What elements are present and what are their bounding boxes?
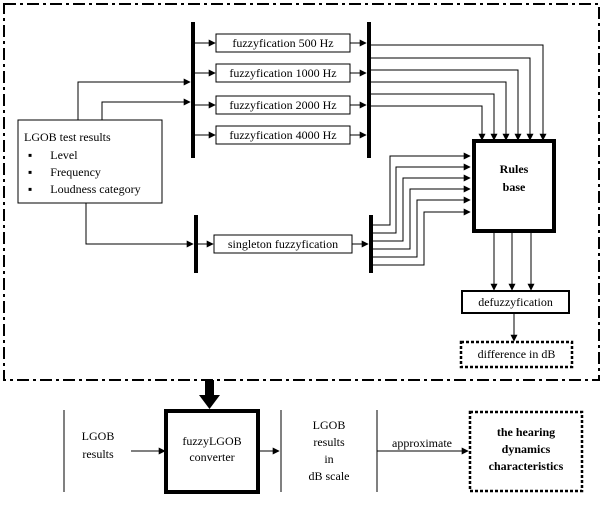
input-bus-bar [191, 22, 195, 158]
approximate-label: approximate [392, 435, 452, 450]
lgob-db-line1: LGOB [312, 417, 346, 432]
lgob-db-line3: in [324, 451, 334, 466]
defuzz-label: defuzzyfication [478, 294, 553, 309]
difference-box [459, 340, 574, 369]
hearing-line3: characteristics [488, 458, 564, 473]
big-arrow-shaft [205, 380, 214, 396]
lgob-results-line1: LGOB [81, 428, 115, 443]
fuzzy-label-4000: fuzzyfication 4000 Hz [229, 127, 337, 142]
bullet-frequency-text: Frequency [50, 165, 101, 179]
rules-label-2: base [502, 179, 526, 194]
converter-box [164, 409, 260, 494]
difference-label: difference in dB [477, 347, 556, 361]
fuzzy-label-1000: fuzzyfication 1000 Hz [229, 65, 337, 80]
lgob-test-box [17, 119, 163, 204]
lgob-results-line2: results [82, 446, 114, 461]
bullet-loudness: ▪ Loudness category [28, 182, 141, 196]
singleton-input-bar [194, 215, 198, 273]
fuzzy-label-500: fuzzyfication 500 Hz [232, 35, 334, 50]
bullet-level-text: Level [50, 148, 78, 162]
hearing-line2: dynamics [501, 441, 551, 456]
converter-line1: fuzzyLGOB [182, 433, 242, 448]
fuzzy-output-bus-bar [367, 22, 371, 158]
hearing-line1: the hearing [496, 424, 556, 439]
rules-base-box [472, 139, 556, 233]
converter-line2: converter [189, 449, 235, 464]
lgob-test-title: LGOB test results [24, 130, 111, 144]
rules-label-1: Rules [499, 161, 529, 176]
fuzzy-label-2000: fuzzyfication 2000 Hz [229, 97, 337, 112]
bullet-frequency: ▪ Frequency [28, 165, 101, 179]
singleton-label: singleton fuzzyfication [227, 236, 339, 251]
big-arrow-head [199, 395, 220, 409]
lgob-db-line2: results [313, 434, 345, 449]
singleton-output-bar [369, 215, 373, 273]
system-frame [3, 3, 600, 381]
defuzz-box [461, 290, 570, 314]
lgob-db-line4: dB scale [308, 468, 350, 483]
bullet-loudness-text: Loudness category [50, 182, 141, 196]
hearing-box [468, 410, 584, 493]
bullet-level: ▪ Level [28, 148, 78, 162]
